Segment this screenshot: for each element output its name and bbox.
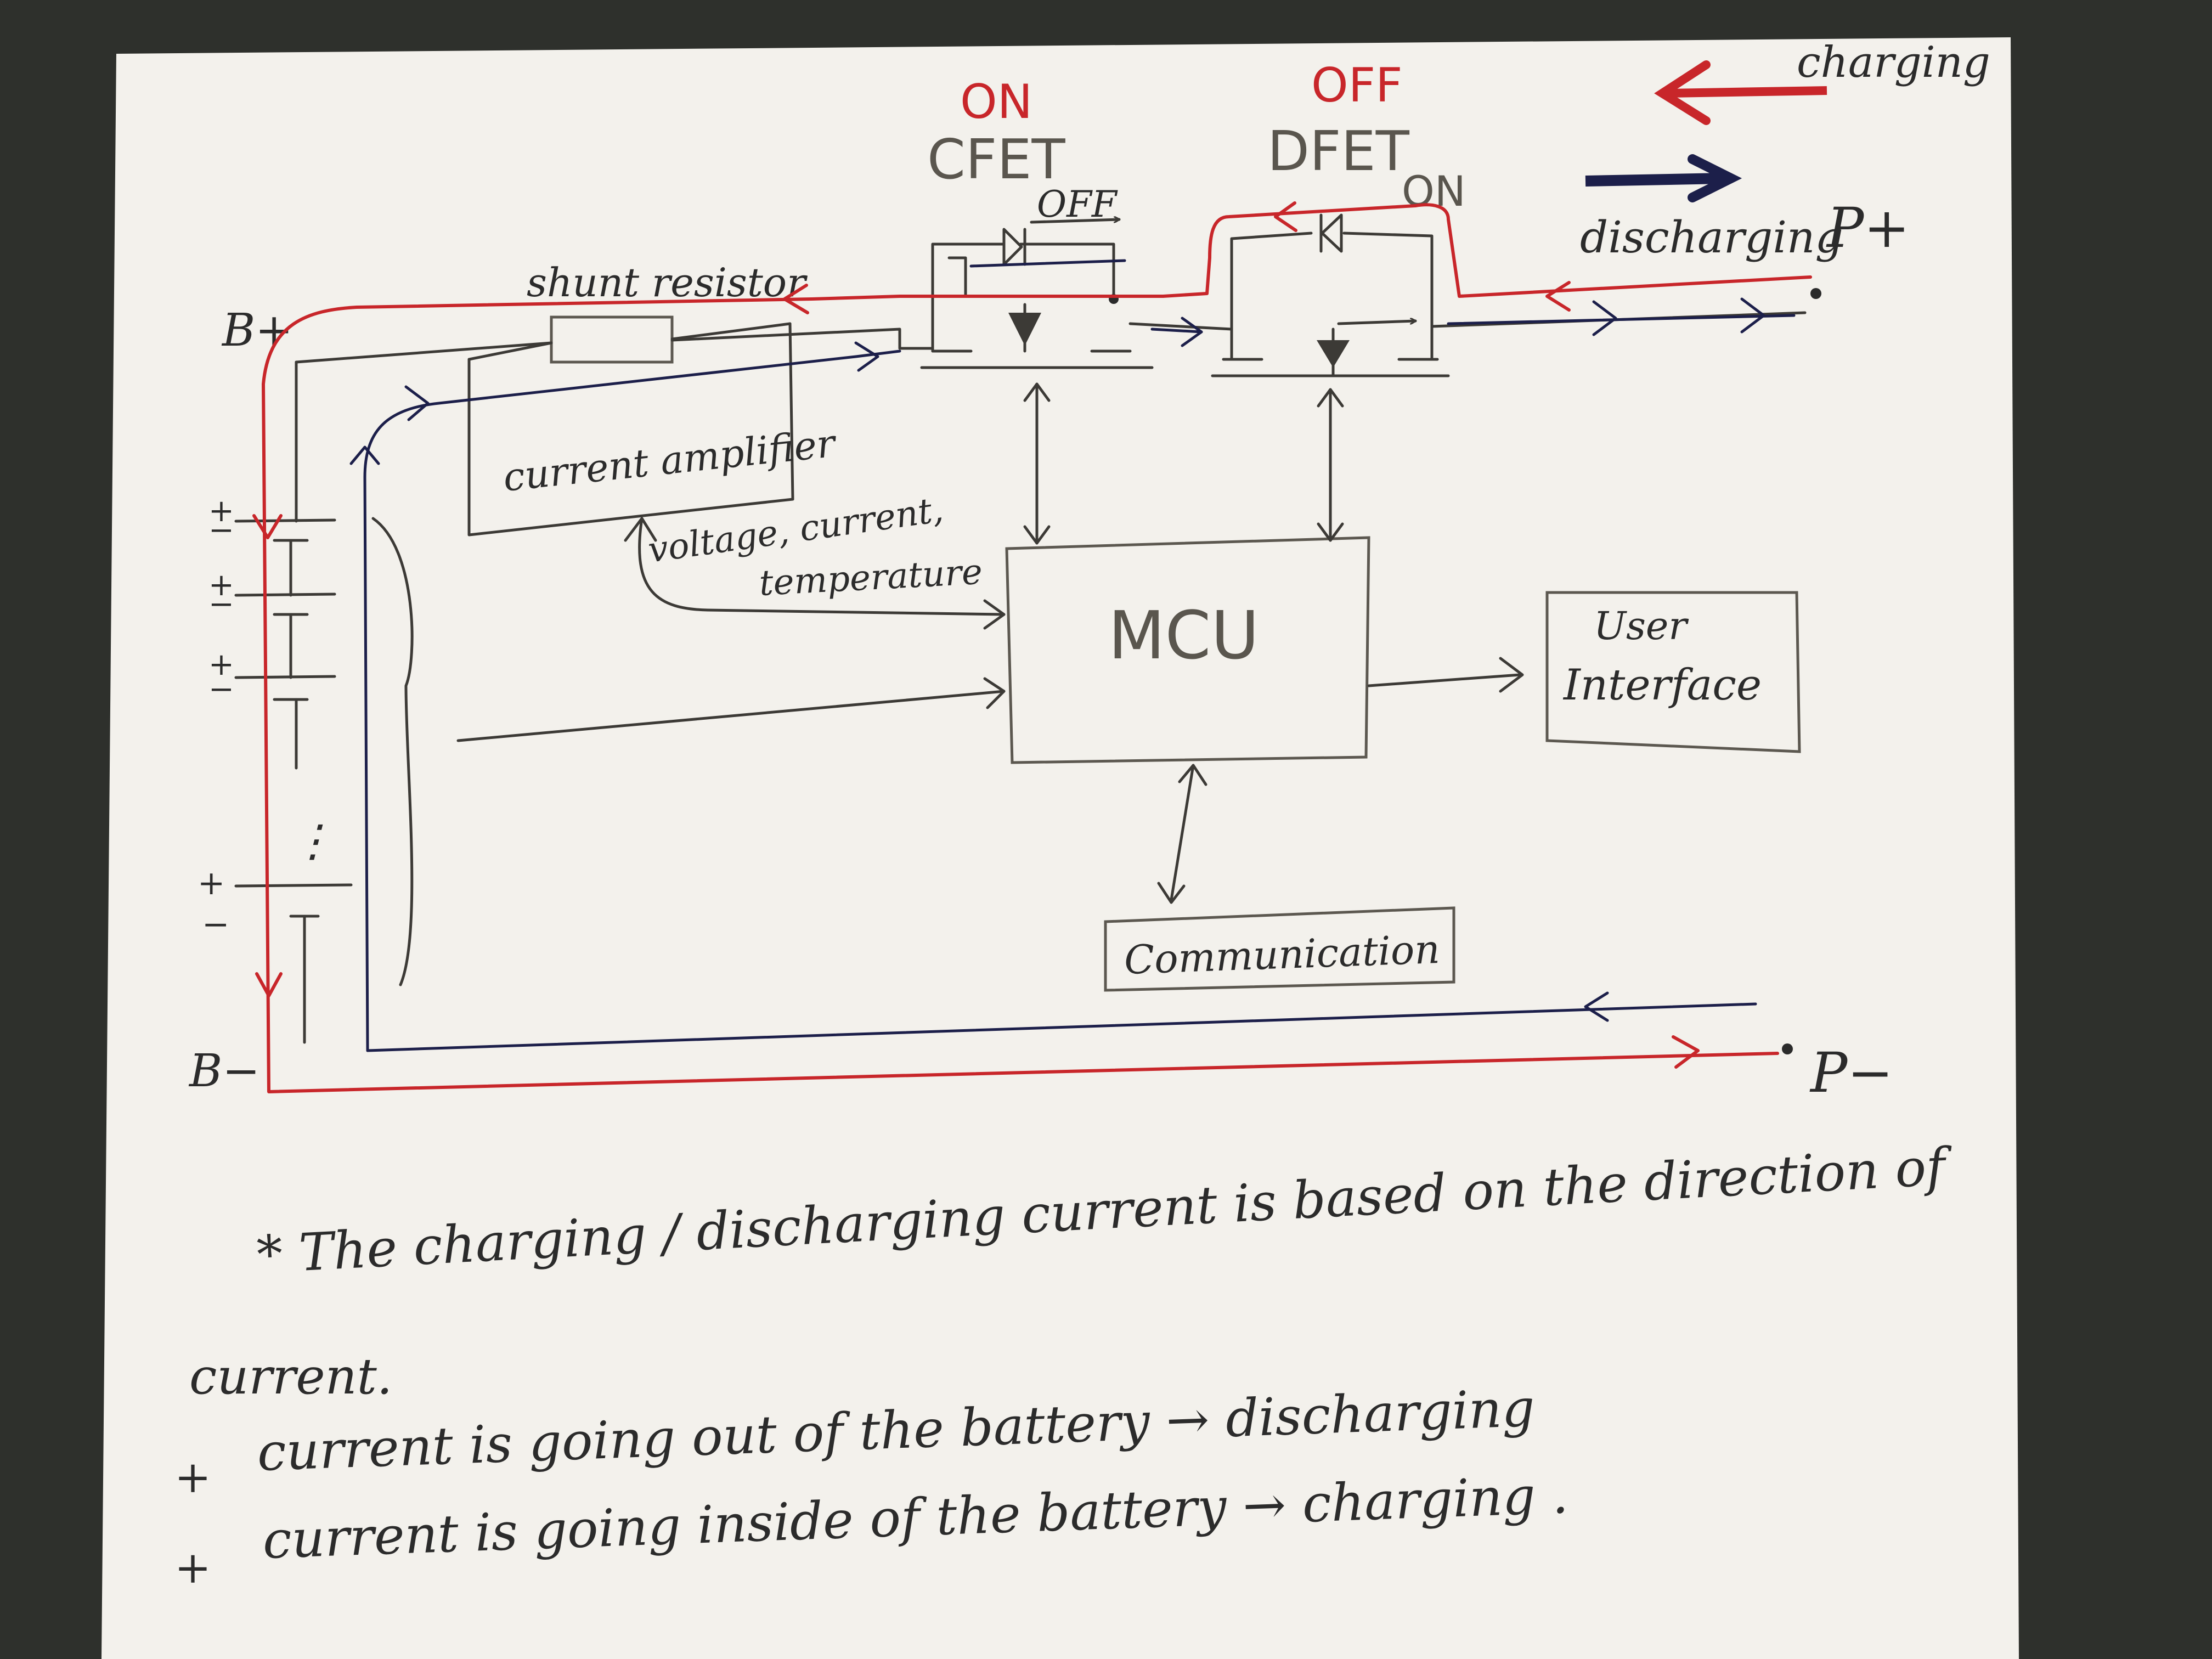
amp-to-shunt-left (467, 341, 553, 361)
cell-1-plus-sign: + (208, 493, 234, 529)
cell-3-minus-sign: − (208, 672, 234, 707)
dfet-body-diode (1321, 213, 1343, 253)
dfet-mcu-link-arrow-up (1317, 388, 1344, 408)
shunt-resistor-label: shunt resistor (527, 259, 808, 306)
charging-arrow-left-3 (783, 284, 809, 314)
legend-discharging-arrow-head (1688, 154, 1742, 202)
dfet-name: DFET (1267, 119, 1410, 183)
discharging-return-arrow (1584, 991, 1609, 1022)
cells-to-mcu-line (456, 690, 1006, 742)
charging-path-main (262, 295, 1779, 1093)
legend-discharging-arrow-shaft (1585, 173, 1723, 187)
mcu-to-ui-link (1367, 673, 1521, 687)
cell-2-plus-plate (234, 592, 336, 597)
dfet-state: OFF (1311, 58, 1403, 113)
mcu-comm-arrow-down (1157, 882, 1186, 904)
cfet-mcu-link-arrow-down (1023, 525, 1051, 545)
b-plus-to-shunt-wire (295, 341, 553, 364)
legend-discharging-label: discharging (1580, 212, 1843, 263)
cells-to-mcu-arrowhead (983, 677, 1006, 709)
discharging-path-right (1447, 314, 1796, 325)
discharging-inner-cfet (969, 259, 1126, 268)
cell-1-plus-plate (234, 518, 336, 523)
note-bullet-2: + (174, 1542, 211, 1593)
cfet-mcu-link-arrow-up (1023, 382, 1051, 402)
discharging-arrow-mid (1181, 317, 1203, 347)
cfet-body-diode (1002, 228, 1023, 266)
user-interface-box (1545, 591, 1801, 753)
cfet-diode-state: OFF (1037, 183, 1118, 225)
mcu-to-ui-arrowhead (1499, 657, 1524, 693)
p-minus-node-dot (1782, 1043, 1793, 1054)
discharging-return-line (366, 1002, 1757, 1052)
cell-stack-brace (371, 517, 414, 986)
mcu-box (1005, 536, 1370, 764)
user-interface-label-line2: Interface (1562, 661, 1762, 710)
discharging-mid (1150, 328, 1203, 334)
cfet-name: CFET (927, 127, 1066, 191)
cfet-symbol (920, 219, 1154, 369)
charging-arrow-left-2 (1274, 201, 1297, 232)
terminal-b-minus: B− (188, 1045, 260, 1097)
cell-1-minus-sign: − (208, 512, 234, 548)
cell-n-plus-plate (234, 883, 353, 888)
mcu-comm-arrow-up (1178, 764, 1207, 786)
cell-n-plus-sign: + (198, 864, 225, 902)
legend-charging-arrow-shaft (1667, 86, 1827, 98)
charging-arrow-right (1672, 1035, 1700, 1069)
cfet-left-lead (931, 242, 1006, 353)
cell-2-minus-sign: − (208, 586, 234, 622)
dfet-symbol (1211, 213, 1450, 377)
cell-3-plus-plate (234, 675, 336, 679)
current-amplifier-box (467, 322, 794, 537)
discharging-arrow-right-4 (1740, 297, 1765, 334)
discharging-arrow-up (349, 445, 380, 465)
cfet-to-dfet-wire (1128, 322, 1233, 331)
cell-3-plus-sign: + (208, 647, 234, 682)
legend-charging-label: charging (1797, 38, 1990, 87)
dfet-channel-arrow (1337, 321, 1417, 325)
communication-label: Communication (1124, 926, 1441, 983)
shunt-to-cfet-wire (670, 328, 934, 350)
mcu-label: MCU (1108, 598, 1259, 674)
cfet-inner-lead (947, 256, 967, 298)
mcu-comm-link (1170, 764, 1195, 901)
communication-box (1104, 906, 1455, 992)
legend-charging-arrow-head (1654, 60, 1711, 125)
terminal-b-plus: B+ (221, 304, 293, 357)
legend: charging discharging (1580, 38, 1990, 263)
amp-sense-arrow-up (624, 517, 657, 542)
amp-sense-arrow-right (983, 599, 1006, 630)
charging-arrow-down-2 (255, 972, 283, 997)
note-line-2: current. (189, 1348, 392, 1406)
cell-stack-ellipsis: ⋮ (291, 815, 335, 866)
dfet-diode-state: ON (1402, 167, 1466, 216)
cell-n-minus-sign: − (202, 905, 229, 944)
discharging-path-left (363, 349, 901, 1052)
user-interface-label-line1: User (1594, 603, 1689, 648)
cfet-state: ON (960, 75, 1032, 129)
cell-2-plus-sign: + (208, 567, 234, 603)
amp-to-shunt-right (670, 322, 792, 341)
dfet-right-lead (1342, 232, 1434, 361)
discharging-arrow-right-3 (1592, 300, 1617, 336)
discharging-arrow-right-2 (854, 341, 879, 372)
terminal-p-minus: P− (1809, 1041, 1893, 1105)
amp-to-mcu-sense-line (638, 517, 1006, 616)
dfet-left-lead (1230, 232, 1313, 361)
paper-sheet (101, 37, 2019, 1659)
charging-path-top (1161, 203, 1812, 298)
note-bullet-1: + (174, 1452, 211, 1503)
charging-arrow-left-1 (1545, 281, 1571, 312)
cfet-off-arrow (1030, 219, 1121, 224)
terminal-p-plus: P+ (1826, 196, 1910, 260)
charging-arrow-down-1 (252, 514, 283, 539)
dfet-mcu-link-arrow-down (1317, 522, 1344, 542)
discharging-arrow-right-1 (404, 385, 430, 421)
p-plus-node-dot (1810, 288, 1821, 299)
cfet-right-lead (1019, 242, 1115, 298)
battery-cell-stack: ⋮ + − + − + − + − (198, 493, 414, 1044)
